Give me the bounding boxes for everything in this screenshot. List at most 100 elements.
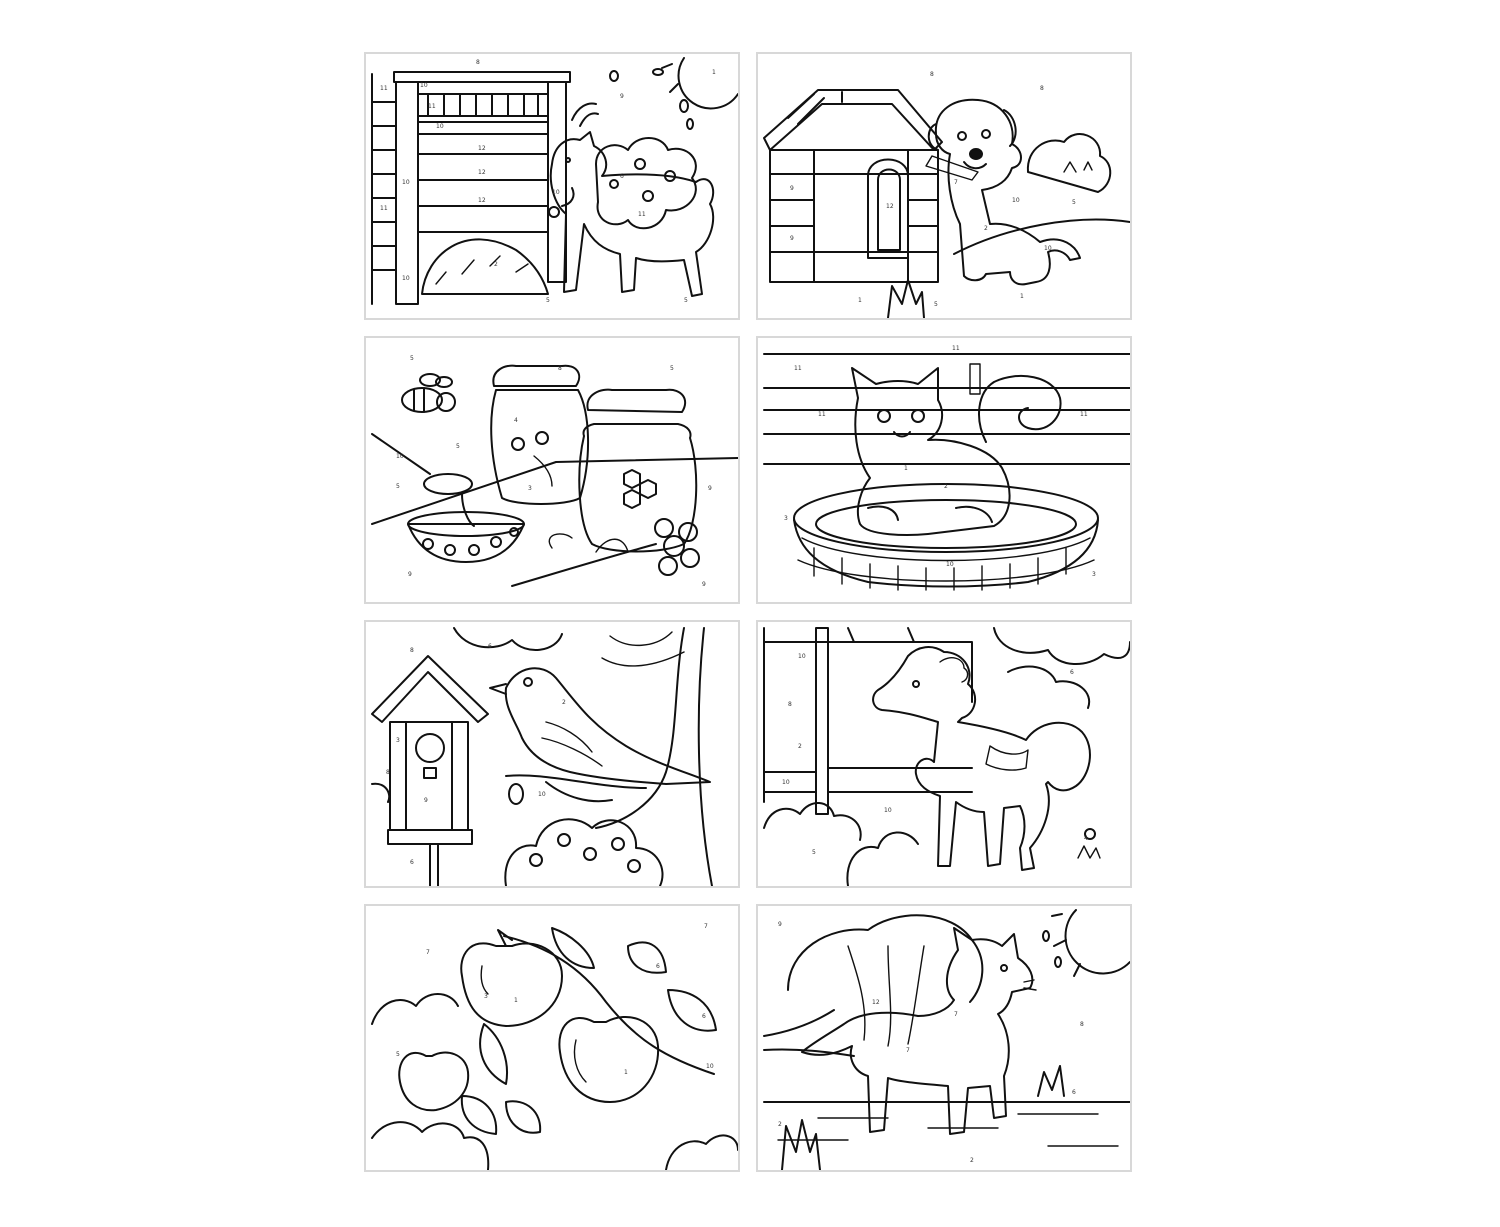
number-label: 8 [1040, 85, 1044, 92]
number-label: 10 [1044, 245, 1052, 252]
number-label: 8 [558, 365, 562, 372]
number-label: 1 [712, 69, 716, 76]
number-label: 7 [954, 179, 958, 186]
number-label: 6 [410, 859, 414, 866]
number-label: 10 [420, 82, 428, 89]
number-label: 3 [396, 737, 400, 744]
number-label: 8 [788, 701, 792, 708]
number-label: 10 [1012, 197, 1020, 204]
coloring-page-apples: 7 7 3 1 6 5 10 1 6 [364, 904, 740, 1172]
number-label: 5 [1072, 199, 1076, 206]
number-label: 7 [954, 1011, 958, 1018]
number-label: 10 [402, 275, 410, 282]
number-label: 9 [620, 93, 624, 100]
number-label: 12 [478, 169, 486, 176]
number-label: 11 [380, 205, 388, 212]
number-label: 4 [1084, 835, 1088, 842]
number-label: 5 [410, 355, 414, 362]
number-label: 5 [684, 297, 688, 304]
goat-illustration: 8 1 11 10 11 10 12 12 12 10 11 10 5 9 10… [371, 57, 738, 305]
number-label: 5 [812, 849, 816, 856]
number-label: 9 [790, 235, 794, 242]
number-label: 4 [514, 417, 518, 424]
number-label: 12 [886, 203, 894, 210]
number-label: 12 [478, 145, 486, 152]
number-label: 10 [436, 123, 444, 130]
fox-illustration: 9 7 12 8 7 2 2 6 [763, 909, 1130, 1170]
number-label: 10 [884, 807, 892, 814]
number-label: 6 [702, 1013, 706, 1020]
number-label: 3 [784, 515, 788, 522]
number-label: 6 [656, 963, 660, 970]
number-label: 10 [396, 453, 404, 460]
number-label: 10 [538, 791, 546, 798]
cat-illustration: 11 11 11 11 3 1 2 10 3 [763, 345, 1130, 591]
number-label: 11 [794, 365, 802, 372]
number-label: 1 [624, 1069, 628, 1076]
bird-illustration: 8 6 3 9 2 10 8 6 [371, 627, 713, 886]
number-label: 10 [798, 653, 806, 660]
number-label: 9 [790, 185, 794, 192]
number-label: 12 [478, 197, 486, 204]
number-label: 10 [552, 189, 560, 196]
number-label: 11 [952, 345, 960, 352]
number-label: 3 [528, 485, 532, 492]
number-label: 2 [778, 1121, 782, 1128]
dog-illustration: 8 8 9 9 12 10 10 5 1 2 5 1 7 [763, 71, 1130, 318]
number-label: 1 [904, 465, 908, 472]
number-label: 5 [670, 365, 674, 372]
number-label: 6 [620, 173, 624, 180]
number-label: 10 [706, 1063, 714, 1070]
number-label: 7 [906, 1047, 910, 1054]
number-label: 7 [426, 949, 430, 956]
number-label: 2 [562, 699, 566, 706]
number-label: 2 [798, 743, 802, 750]
number-label: 2 [944, 483, 948, 490]
number-label: 5 [456, 443, 460, 450]
number-label: 8 [1080, 1021, 1084, 1028]
number-label: 6 [1070, 669, 1074, 676]
number-label: 6 [1072, 1089, 1076, 1096]
horse-illustration: 10 8 2 10 10 6 5 4 [763, 627, 1130, 886]
number-label: 12 [872, 999, 880, 1006]
number-label: 5 [546, 297, 550, 304]
number-label: 7 [704, 923, 708, 930]
number-label: 9 [708, 485, 712, 492]
number-label: 1 [514, 997, 518, 1004]
number-label: 10 [782, 779, 790, 786]
number-label: 2 [494, 261, 498, 268]
number-label: 10 [402, 179, 410, 186]
number-label: 3 [484, 993, 488, 1000]
number-label: 1 [858, 297, 862, 304]
number-label: 2 [970, 1157, 974, 1164]
number-label: 8 [410, 647, 414, 654]
number-label: 8 [930, 71, 934, 78]
number-label: 11 [638, 211, 646, 218]
number-label: 9 [702, 581, 706, 588]
number-label: 8 [476, 59, 480, 66]
coloring-page-goat: 8 1 11 10 11 10 12 12 12 10 11 10 5 9 10… [364, 52, 740, 320]
coloring-page-fox: 9 7 12 8 7 2 2 6 [756, 904, 1132, 1172]
number-label: 10 [946, 561, 954, 568]
number-label: 2 [984, 225, 988, 232]
coloring-page-cat: 11 11 11 11 3 1 2 10 3 [756, 336, 1132, 604]
number-label: 6 [488, 643, 492, 650]
number-label: 11 [428, 103, 436, 110]
apples-illustration: 7 7 3 1 6 5 10 1 6 [371, 923, 738, 1170]
number-label: 5 [396, 483, 400, 490]
coloring-page-bird: 8 6 3 9 2 10 8 6 [364, 620, 740, 888]
number-label: 9 [424, 797, 428, 804]
number-label: 3 [1092, 571, 1096, 578]
number-label: 11 [818, 411, 826, 418]
number-label: 5 [934, 301, 938, 308]
coloring-page-dog: 8 8 9 9 12 10 10 5 1 2 5 1 7 [756, 52, 1132, 320]
number-label: 8 [386, 769, 390, 776]
coloring-page-honey: 5 5 8 5 4 9 3 10 9 9 5 [364, 336, 740, 604]
number-label: 5 [396, 1051, 400, 1058]
number-label: 11 [1080, 411, 1088, 418]
coloring-page-horse: 10 8 2 10 10 6 5 4 [756, 620, 1132, 888]
honey-illustration: 5 5 8 5 4 9 3 10 9 9 5 [371, 355, 738, 588]
number-label: 9 [778, 921, 782, 928]
number-label: 9 [408, 571, 412, 578]
number-label: 11 [380, 85, 388, 92]
